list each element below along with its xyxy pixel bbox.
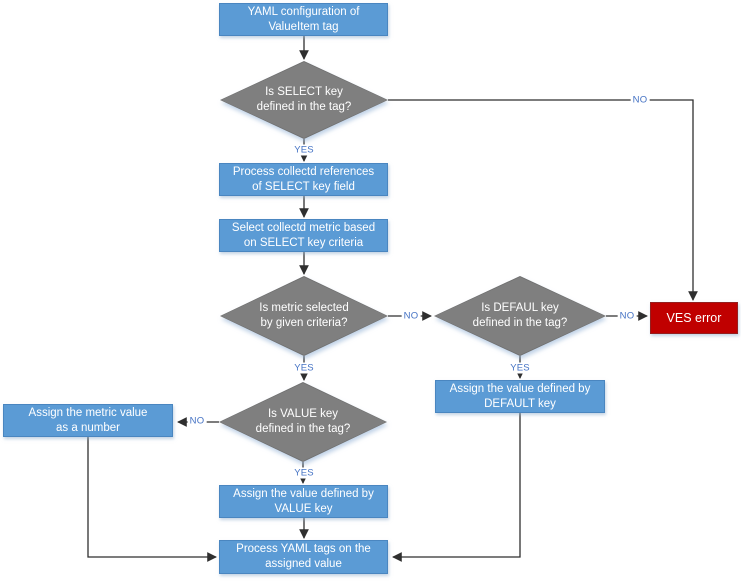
node-label: by given criteria? (260, 317, 348, 329)
edge-defaultassign-to-process (392, 413, 521, 562)
node-assign-default: Assign the value defined by DEFAULT key (435, 380, 605, 413)
edge-label-value-yes: YES (292, 467, 316, 479)
node-label: DEFAULT key (484, 397, 556, 410)
decision-metric-selected: Is metric selected by given criteria? (220, 276, 388, 356)
node-assign-value: Assign the value defined by VALUE key (219, 485, 388, 518)
diamond-shape: Is DEFAUL key defined in the tag? (434, 276, 606, 356)
node-label: Is SELECT key (265, 86, 343, 98)
node-process-references: Process collectd references of SELECT ke… (219, 163, 388, 196)
edge-select-no (388, 99, 698, 301)
node-label: Process collectd references (232, 165, 375, 178)
node-label: Is DEFAUL key (481, 302, 559, 314)
diamond-shape: Is metric selected by given criteria? (220, 276, 388, 356)
decision-default-key: Is DEFAUL key defined in the tag? (434, 276, 606, 356)
decision-value-key: Is VALUE key defined in the tag? (219, 382, 387, 462)
node-label: Process YAML tags on the (236, 543, 371, 555)
node-label: Assign the value defined by (449, 382, 591, 395)
node-label: VES error (666, 310, 722, 325)
edge-metricassign-to-process (87, 437, 217, 562)
node-yaml-config: YAML configuration of ValueItem tag (219, 3, 388, 36)
node-label: as a number (56, 421, 120, 434)
diamond-shape: Is SELECT key defined in the tag? (220, 61, 388, 139)
edge-label-select-yes: YES (292, 144, 316, 156)
edge-label-metric-yes: YES (292, 362, 316, 374)
node-label: VALUE key (274, 502, 333, 515)
edge-label-default-yes: YES (508, 362, 532, 374)
node-label: Assign the metric value (28, 406, 148, 419)
diamond-shape: Is VALUE key defined in the tag? (219, 382, 387, 462)
edge-label-select-no: NO (630, 94, 650, 106)
node-label: Is VALUE key (267, 408, 339, 420)
node-label: Assign the value defined by (233, 487, 374, 500)
node-label: YAML configuration of (247, 5, 360, 18)
decision-select-key: Is SELECT key defined in the tag? (220, 61, 388, 139)
node-label: Is metric selected (259, 302, 349, 314)
node-label: assigned value (265, 558, 342, 570)
edge-label-metric-no: NO (401, 310, 421, 322)
node-label: Select collectd metric based (231, 221, 376, 234)
node-process-yaml-tags: Process YAML tags on the assigned value (219, 540, 388, 574)
edge-label-value-no: NO (187, 415, 207, 427)
node-label: on SELECT key criteria (243, 236, 364, 249)
node-label: defined in the tag? (255, 423, 351, 435)
edge-label-default-no: NO (617, 310, 637, 322)
node-label: defined in the tag? (256, 101, 352, 113)
node-assign-metric-number: Assign the metric value as a number (3, 404, 173, 437)
node-select-metric: Select collectd metric based on SELECT k… (219, 219, 388, 252)
node-ves-error: VES error (650, 302, 738, 334)
node-label: ValueItem tag (268, 20, 339, 33)
node-label: of SELECT key field (252, 180, 355, 193)
node-label: defined in the tag? (472, 317, 568, 329)
